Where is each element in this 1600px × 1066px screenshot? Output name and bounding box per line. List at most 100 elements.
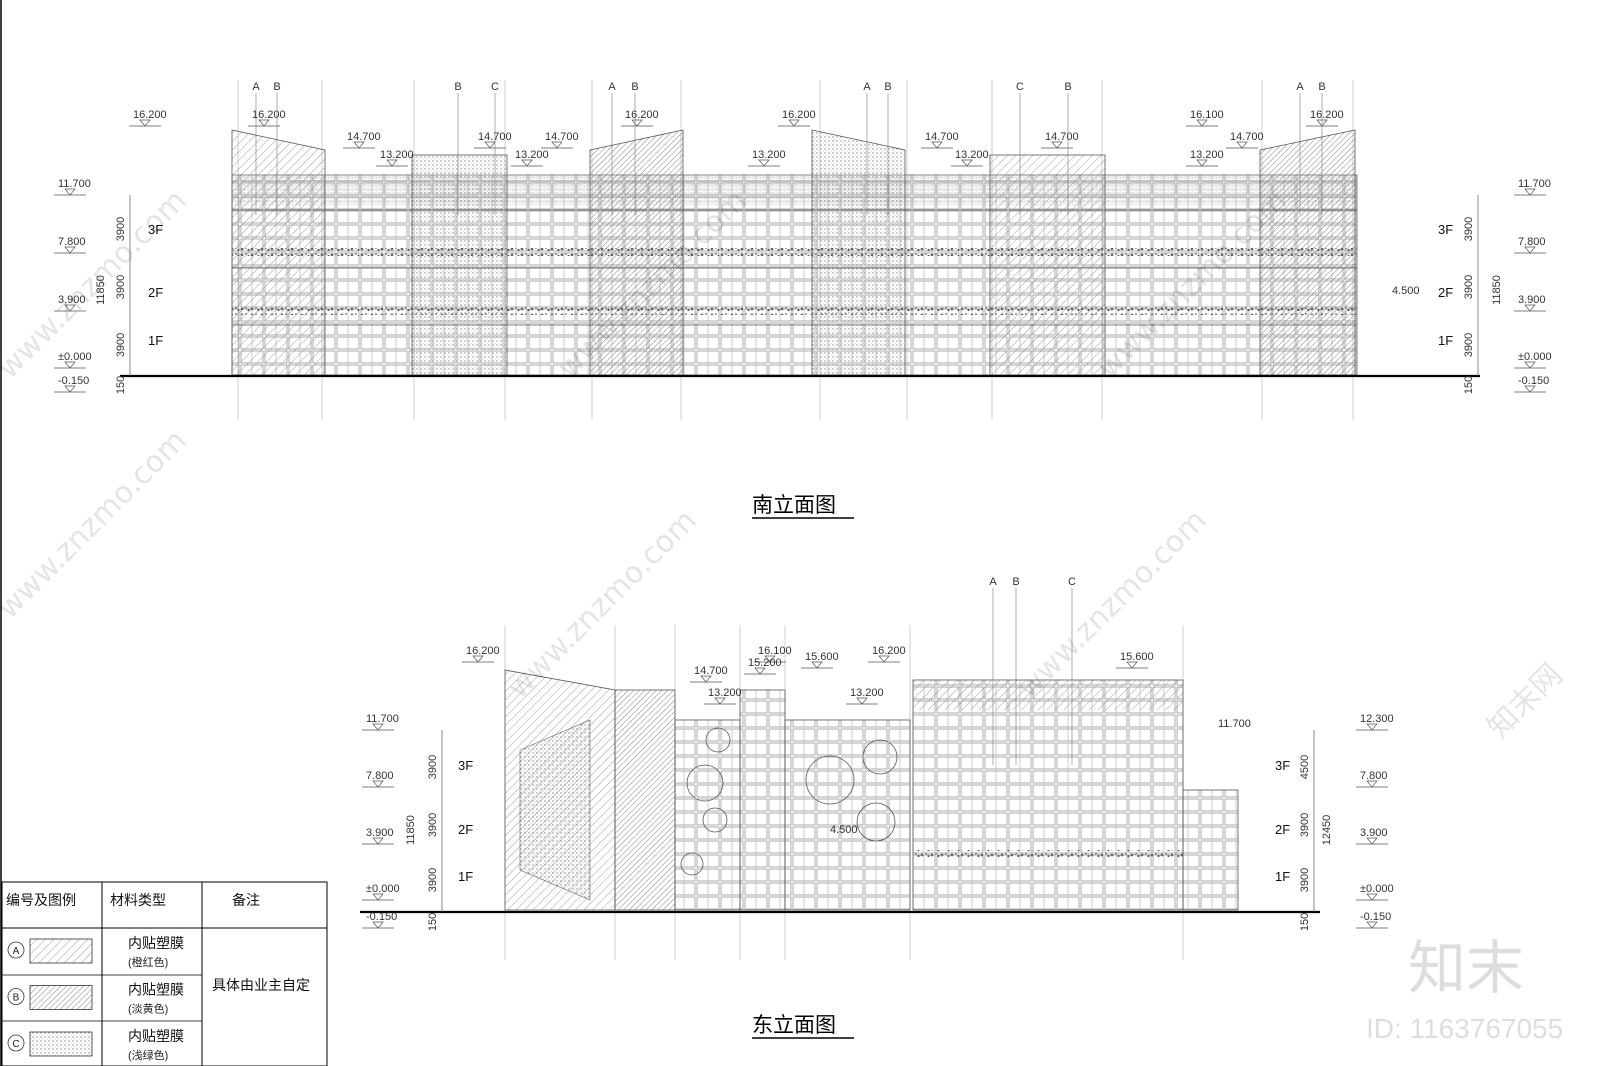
legend-code-circle-2	[7, 1034, 25, 1052]
south-top-elev-8: 14.700	[1045, 131, 1079, 143]
east-round-window-3	[702, 807, 728, 833]
south-top-elev-2-triangle	[353, 141, 365, 149]
south-floor-1f-right: 1F	[1438, 333, 1453, 348]
legend-header-material: 材料类型	[110, 892, 166, 908]
east-dim-left-3: 150	[427, 913, 439, 931]
watermark-brand: 知末网	[1481, 657, 1569, 745]
legend-code-circle-0	[7, 941, 25, 959]
south-top-elev-11: 16.200	[1310, 109, 1344, 121]
south-top-elev-2: 14.700	[347, 131, 381, 143]
east-dim-right-2: 3900	[1299, 868, 1311, 892]
south-mid-elev-1: 13.200	[515, 149, 549, 161]
south-dim-right-1: 3900	[1463, 275, 1475, 299]
south-col-letter-0: A	[252, 81, 260, 93]
east-dim-left-1: 3900	[427, 813, 439, 837]
south-dim-right-0: 3900	[1463, 217, 1475, 241]
east-block-mid-2	[784, 719, 911, 911]
east-mid-elev-0: 13.200	[708, 687, 742, 699]
south-left-level-0-triangle	[64, 188, 76, 196]
south-left-level-2-triangle	[64, 304, 76, 312]
south-col-letter-1: B	[273, 81, 280, 93]
east-right-level-3-triangle	[1366, 893, 1378, 901]
south-col-letter-4: A	[608, 81, 616, 93]
south-top-elev-4: 14.700	[545, 131, 579, 143]
east-mid-elev-1: 13.200	[850, 687, 884, 699]
south-col-letter-11: B	[1318, 81, 1325, 93]
east-top-elev-5-triangle	[878, 655, 890, 663]
east-round-window-4	[680, 852, 704, 876]
east-mid-elev-1-triangle	[856, 697, 868, 705]
east-left-level-1-triangle	[372, 780, 384, 788]
legend-color-0: (橙红色)	[128, 955, 168, 969]
east-top-elev-1-triangle	[700, 675, 712, 683]
south-right-level-2: 3.900	[1518, 294, 1546, 306]
east-left-level-2: 3.900	[366, 827, 394, 839]
legend-color-1: (淡黄色)	[128, 1002, 168, 1016]
south-mid-elev-0-triangle	[386, 159, 398, 167]
south-block-2	[411, 154, 508, 376]
south-dim-right-4: 11850	[1491, 275, 1503, 305]
south-right-level-2-triangle	[1524, 304, 1536, 312]
east-right-level-4-triangle	[1366, 921, 1378, 929]
east-block-mid-1	[674, 719, 741, 911]
south-dim-left-3: 150	[115, 376, 127, 394]
east-top-elev-0-triangle	[472, 655, 484, 663]
south-top-elev-5-triangle	[631, 119, 643, 127]
south-left-level-4: -0.150	[58, 375, 89, 387]
south-top-elev-6: 16.200	[782, 109, 816, 121]
south-top-elev-10-triangle	[1236, 141, 1248, 149]
east-left-level-3-triangle	[372, 893, 384, 901]
east-dim-right-3: 150	[1299, 913, 1311, 931]
east-top-elev-0: 16.200	[466, 645, 500, 657]
south-left-level-1: 7.800	[58, 236, 86, 248]
east-right-level-0: 12.300	[1360, 713, 1394, 725]
south-mid-elev-2-triangle	[758, 159, 770, 167]
east-floor-1f-left: 1F	[458, 869, 473, 884]
south-floor-3f-right: 3F	[1438, 222, 1453, 237]
south-dim-right-2: 3900	[1463, 333, 1475, 357]
south-col-letter-5: B	[631, 81, 638, 93]
south-top-elev-0: 16.200	[133, 109, 167, 121]
east-top-elev-4: 15.600	[805, 651, 839, 663]
south-top-elev-0-triangle	[139, 119, 151, 127]
south-col-letter-6: A	[863, 81, 871, 93]
south-dim-left-0: 3900	[115, 217, 127, 241]
south-floor-2f-right: 2F	[1438, 285, 1453, 300]
south-right-level-4-triangle	[1524, 385, 1536, 393]
south-floor-2f-left: 2F	[148, 285, 163, 300]
east-round-window-1	[705, 727, 731, 753]
south-mid-elev-4: 13.200	[1190, 149, 1224, 161]
legend-header-code: 编号及图例	[6, 892, 76, 908]
south-right-level-1: 7.800	[1518, 236, 1546, 248]
south-dim-left-2: 3900	[115, 333, 127, 357]
south-dim-left-1: 3900	[115, 275, 127, 299]
south-left-level-3: ±0.000	[58, 351, 92, 363]
south-planter-2f	[232, 307, 1357, 315]
south-col-letter-8: C	[1016, 81, 1024, 93]
legend-note: 具体由业主自定	[212, 977, 310, 993]
legend-code-1: B	[13, 993, 20, 1004]
east-left-level-1: 7.800	[366, 770, 394, 782]
east-dim-right-4: 12450	[1321, 815, 1333, 846]
east-right-level-3: ±0.000	[1360, 883, 1394, 895]
east-block-left-2	[614, 689, 676, 911]
east-top-elev-6-triangle	[1126, 661, 1138, 669]
east-col-letter-1: B	[1012, 576, 1019, 588]
east-left-level-4-triangle	[372, 921, 384, 929]
east-left-level-0: 11.700	[366, 713, 399, 725]
south-mid-elev-2: 13.200	[752, 149, 786, 161]
south-col-letter-2: B	[454, 81, 461, 93]
east-top-elev-2-triangle	[764, 655, 776, 663]
east-col-letter-2: C	[1068, 576, 1076, 588]
east-dim-left-4: 11850	[405, 815, 417, 845]
south-floor-1f-left: 1F	[148, 333, 163, 348]
legend-code-2: C	[12, 1039, 19, 1050]
east-top-elev-1: 14.700	[694, 665, 728, 677]
legend-code-circle-1	[7, 988, 25, 1005]
east-annex	[1182, 789, 1239, 911]
